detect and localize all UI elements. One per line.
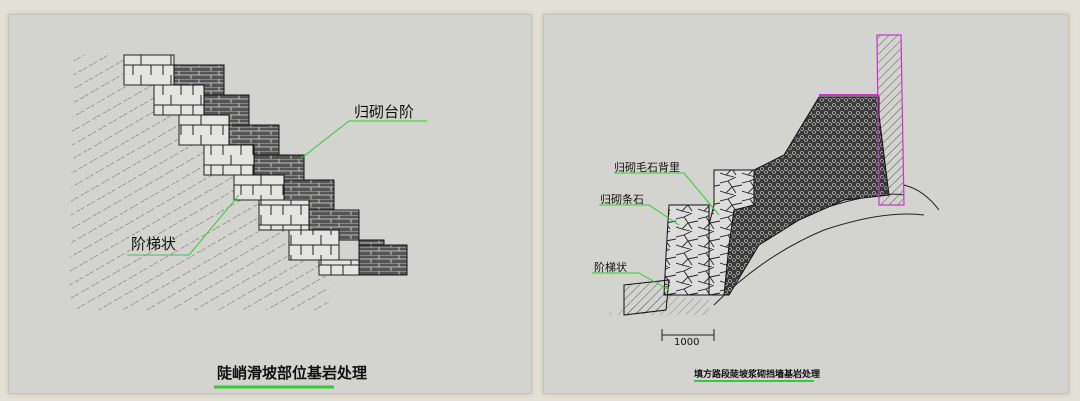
retaining-wall-drawing-panel: 归砌毛石背里 归砌条石 阶梯状 1000 填方路段陡坡浆砌挡墙基岩处理 xyxy=(543,14,1069,394)
right-caption: 填方路段陡坡浆砌挡墙基岩处理 xyxy=(694,370,821,380)
label-stepped: 阶梯状 xyxy=(594,261,627,274)
label-dressed-stone: 归砌条石 xyxy=(600,193,644,206)
dimension-label: 1000 xyxy=(674,337,700,348)
label-stepped: 阶梯状 xyxy=(131,235,177,253)
stepped-masonry-drawing xyxy=(69,54,427,389)
steep-landslide-drawing-panel: 归砌台阶 阶梯状 陡峭滑坡部位基岩处理 xyxy=(8,14,532,394)
left-caption: 陡峭滑坡部位基岩处理 xyxy=(217,364,368,382)
label-rubble-backing: 归砌毛石背里 xyxy=(614,161,680,174)
label-masonry-steps: 归砌台阶 xyxy=(354,103,415,121)
retaining-wall-drawing xyxy=(592,34,940,382)
